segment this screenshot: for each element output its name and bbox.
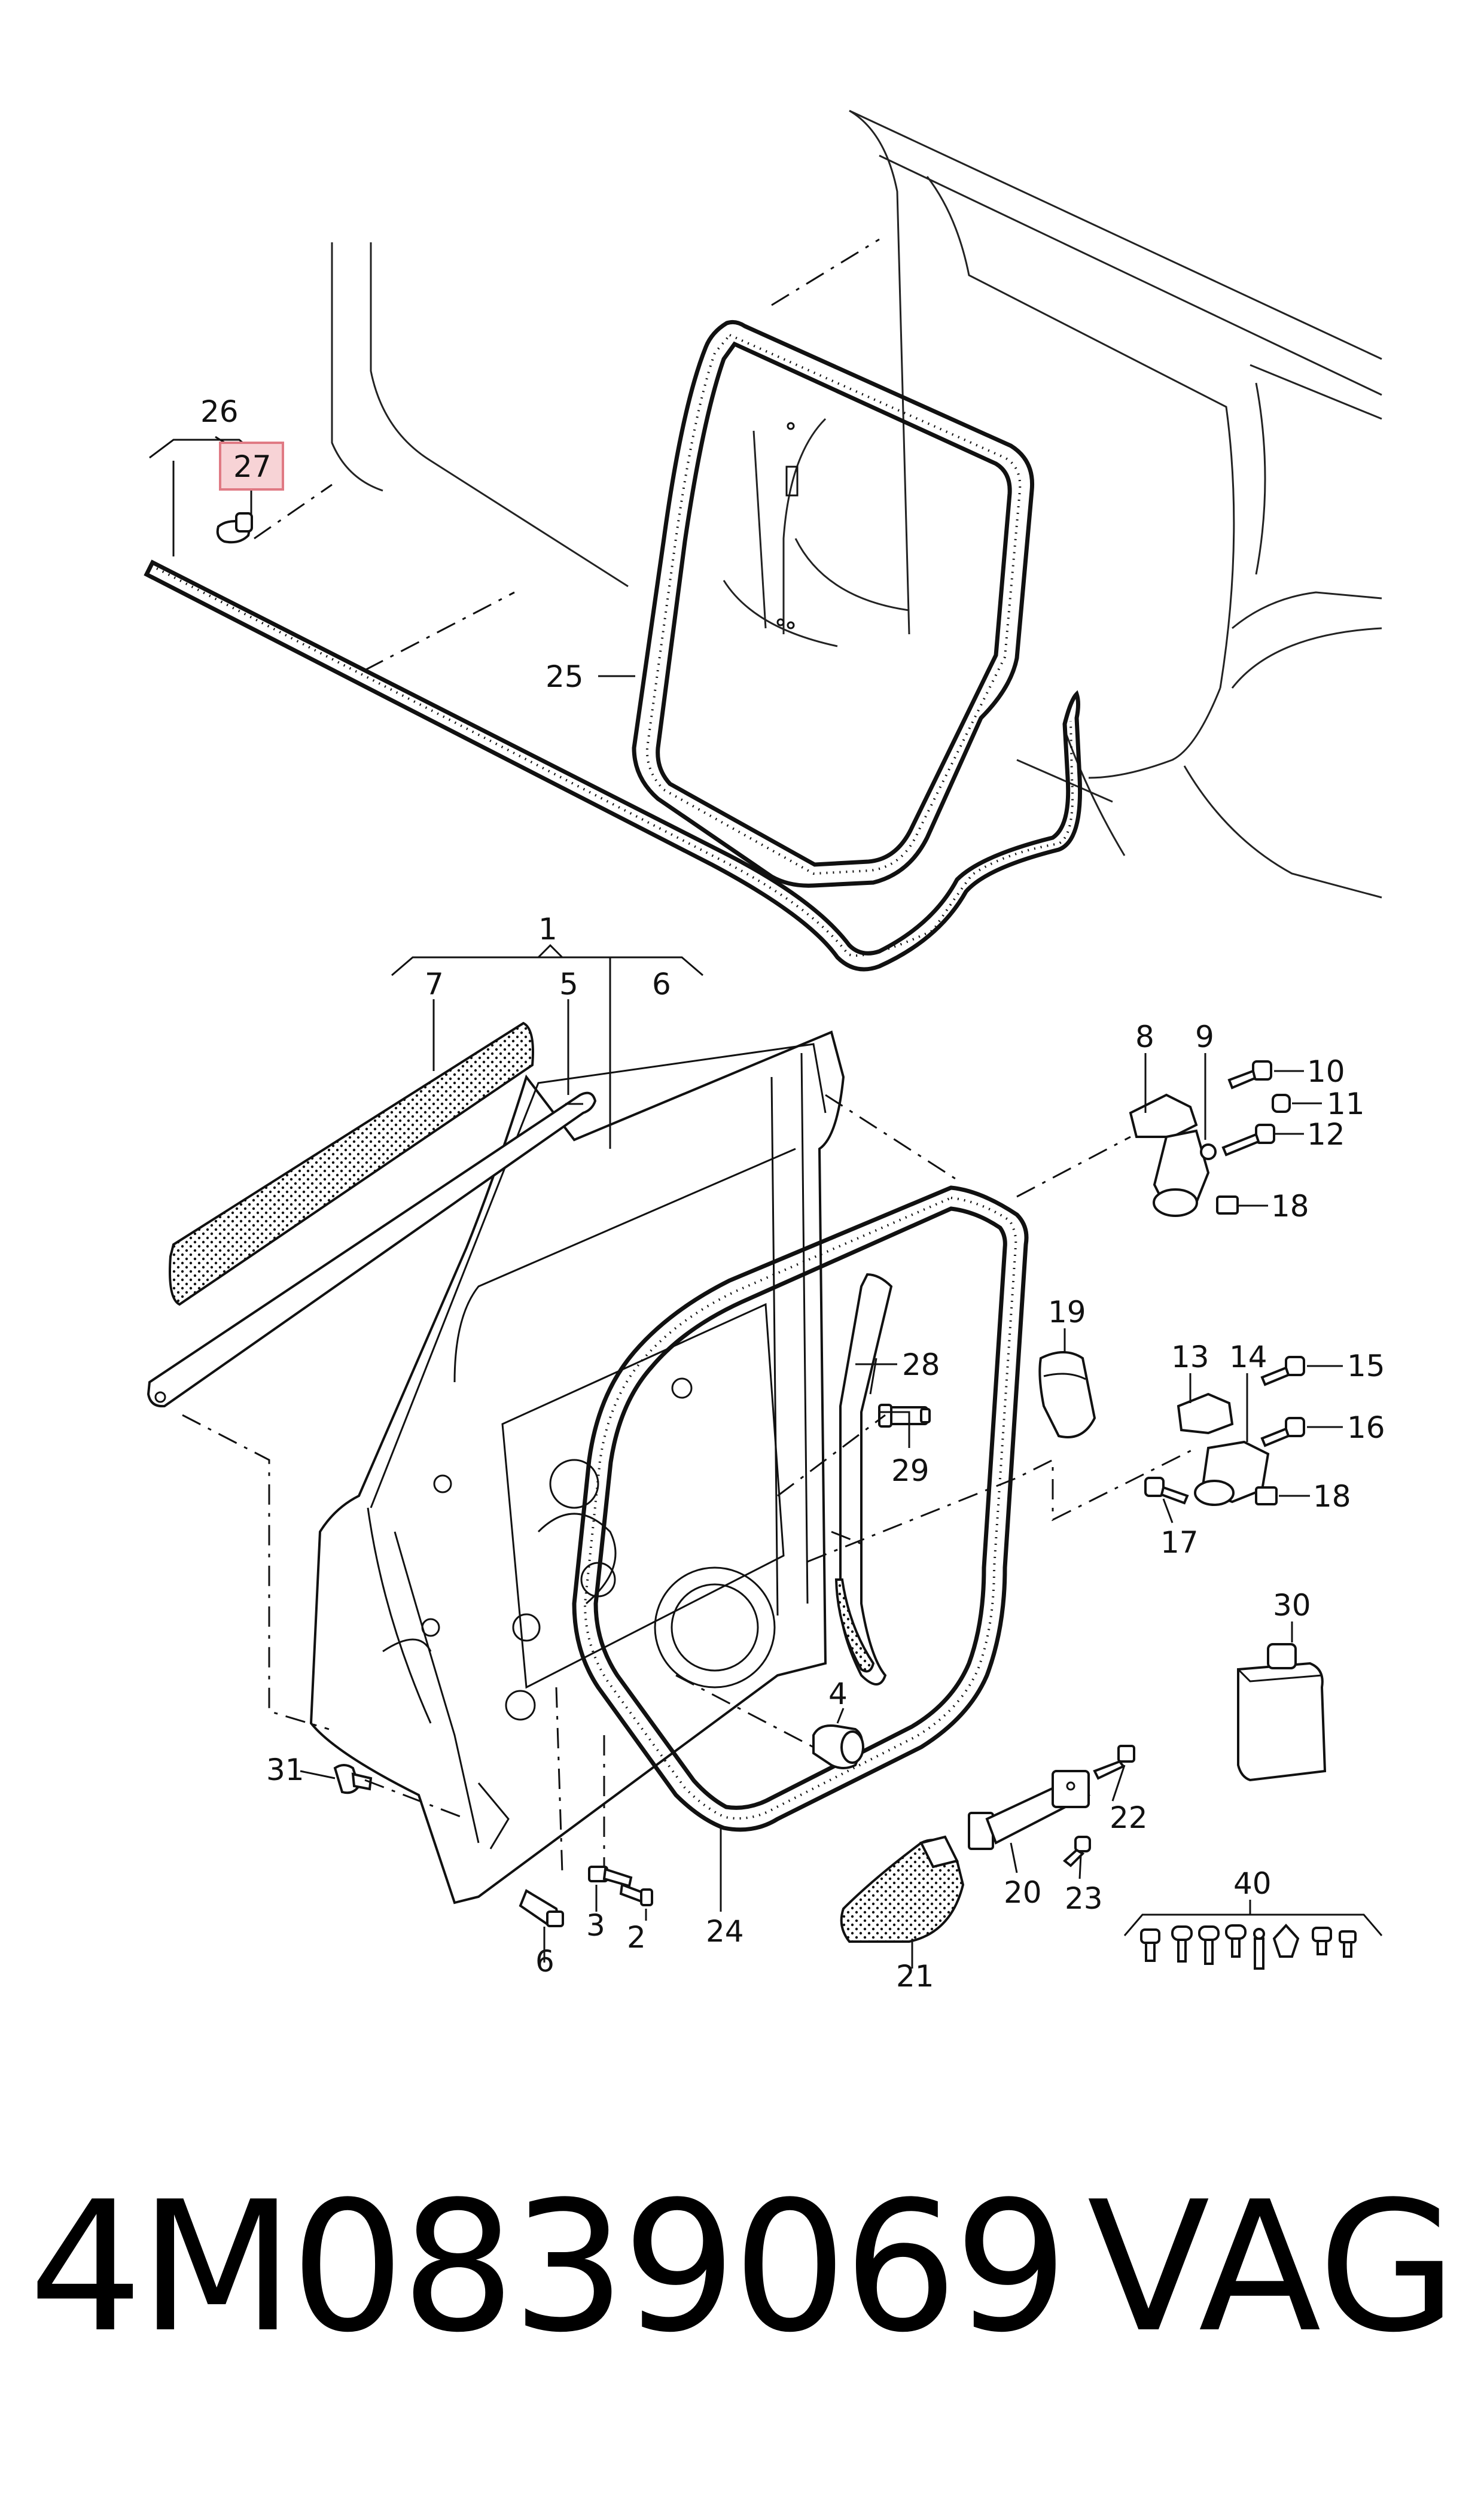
bolt-29 [878,1404,931,1428]
callout-4[interactable]: 4 [828,1677,848,1711]
fastener-set-40 [1140,1924,1357,1970]
leader-line [364,1779,467,1820]
fastener-3 [1198,1925,1220,1965]
callout-12[interactable]: 12 [1307,1117,1345,1152]
leader-line [1016,1136,1131,1198]
pin-3 [588,1866,633,1888]
leader-line [825,1094,961,1183]
brand-name: VAG [1087,2163,1457,2372]
callout-11[interactable]: 11 [1327,1087,1365,1121]
door-opening-seal [632,320,1035,888]
leader-line [182,1414,330,1730]
callout-17[interactable]: 17 [1160,1525,1199,1560]
bolt-6 [519,1889,564,1927]
bolt-16 [1260,1417,1305,1447]
leader-line [254,483,333,540]
door-seal-24 [572,1185,1029,1832]
leader-line [771,238,880,306]
sill-seal-strip [144,559,1083,972]
part-number: 4M0839069 [29,2163,1068,2372]
strip-5 [147,1091,597,1408]
bolt-17 [1144,1477,1189,1505]
callout-5[interactable]: 5 [559,967,578,1002]
nut-11 [1272,1094,1291,1113]
screw-2 [619,1883,653,1906]
check-strap-20 [968,1770,1090,1850]
callout-1[interactable]: 1 [538,912,557,947]
bolt-12 [1221,1124,1275,1157]
callout-28[interactable]: 28 [902,1347,940,1382]
bolt-22 [1093,1745,1135,1780]
fastener-6 [1272,1924,1300,1958]
callout-6-lower[interactable]: 6 [535,1944,554,1979]
callout-29[interactable]: 29 [891,1453,930,1488]
callout-22[interactable]: 22 [1110,1800,1148,1835]
callout-9[interactable]: 9 [1195,1020,1214,1054]
leader-line [807,1447,1197,1563]
callout-15[interactable]: 15 [1347,1349,1385,1383]
callout-18-upper[interactable]: 18 [1271,1189,1309,1224]
fastener-5 [1253,1928,1265,1970]
stopper-4 [812,1724,864,1769]
callout-40[interactable]: 40 [1233,1866,1272,1901]
bolt-10 [1227,1060,1272,1090]
callout-10[interactable]: 10 [1307,1054,1345,1089]
callout-19[interactable]: 19 [1048,1295,1086,1330]
callout-24[interactable]: 24 [706,1914,744,1949]
callout-30[interactable]: 30 [1273,1588,1311,1623]
leader-line [364,591,515,671]
callout-27[interactable]: 27 [233,449,272,484]
callout-20[interactable]: 20 [1004,1875,1042,1910]
upper-hinge [1129,1093,1239,1217]
bolt-15 [1260,1356,1305,1386]
lower-hinge [1177,1392,1278,1506]
fastener-2 [1171,1925,1193,1963]
callout-31[interactable]: 31 [266,1753,304,1787]
callout-2[interactable]: 2 [627,1920,646,1955]
callout-7[interactable]: 7 [425,967,444,1002]
window-guide-28 [834,1273,893,1686]
leader-line [555,1687,563,1873]
leader-line [777,1414,886,1497]
bolt-23 [1062,1836,1091,1867]
door-shell [309,1030,845,1905]
callout-26[interactable]: 26 [200,394,239,429]
fastener-8 [1339,1930,1357,1958]
bottle-30 [1237,1643,1327,1782]
highlighted-callout-box [219,442,284,491]
trim-strip-7 [169,1021,534,1306]
cap-19 [1038,1351,1096,1438]
fastener-7 [1312,1927,1332,1955]
callout-21[interactable]: 21 [896,1959,934,1994]
fastener-4 [1225,1924,1247,1958]
fastener-1 [1140,1928,1160,1962]
handle-cover-21 [840,1835,965,1943]
callout-14[interactable]: 14 [1229,1340,1267,1374]
callout-13[interactable]: 13 [1171,1340,1209,1374]
leader-line [675,1674,814,1748]
callout-25[interactable]: 25 [546,659,584,694]
leader-line [831,1531,862,1545]
vehicle-body-outline [331,109,1382,899]
callout-18-lower[interactable]: 18 [1313,1479,1351,1514]
callout-16[interactable]: 16 [1347,1410,1385,1445]
callout-6-upper[interactable]: 6 [652,967,671,1002]
bolt-31 [333,1764,373,1794]
footer-caption: 4M0839069 VAG [0,2178,1484,2429]
clip-27-part [216,512,253,544]
exploded-parts-diagram: 1 2 3 4 5 6 6 7 8 9 10 11 12 13 14 15 16… [144,109,1385,1994]
callout-8[interactable]: 8 [1135,1020,1154,1054]
callout-3[interactable]: 3 [586,1908,605,1943]
callout-23[interactable]: 23 [1065,1881,1103,1916]
